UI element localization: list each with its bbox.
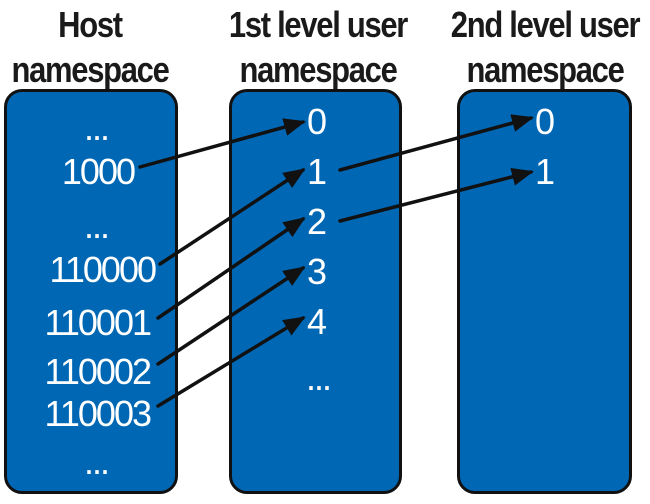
level1-value-0: 0 xyxy=(306,101,327,142)
level1-value-2: 2 xyxy=(306,201,327,242)
level2-value-1: 1 xyxy=(534,151,555,192)
header-level2-line1: 2nd level user xyxy=(450,4,641,45)
header-level1-line1: 1st level user xyxy=(228,4,408,45)
level1-value-1: 1 xyxy=(306,151,327,192)
header-level1-namespace: 1st level user namespace xyxy=(215,2,421,92)
header-host-namespace: Host namespace xyxy=(4,2,176,92)
level2-value-0: 0 xyxy=(534,101,555,142)
host-value-1000: 1000 xyxy=(61,151,136,192)
host-value-ellipsis-bottom: ... xyxy=(83,441,110,482)
host-value-110000: 110000 xyxy=(49,249,157,290)
level1-value-4: 4 xyxy=(306,301,327,342)
level2-namespace-column xyxy=(457,89,632,494)
header-level1-line2: namespace xyxy=(239,49,397,90)
header-host-line2: namespace xyxy=(11,49,169,90)
header-host-line1: Host xyxy=(58,4,123,45)
host-value-ellipsis-mid: ... xyxy=(83,205,110,246)
host-value-110003: 110003 xyxy=(44,393,152,434)
header-level2-namespace: 2nd level user namespace xyxy=(442,2,648,92)
level1-value-ellipsis: ... xyxy=(305,357,332,398)
host-value-110002: 110002 xyxy=(44,351,152,392)
level1-value-3: 3 xyxy=(306,251,327,292)
host-value-110001: 110001 xyxy=(44,302,152,343)
host-value-ellipsis-top: ... xyxy=(83,107,110,148)
header-level2-line2: namespace xyxy=(466,49,624,90)
